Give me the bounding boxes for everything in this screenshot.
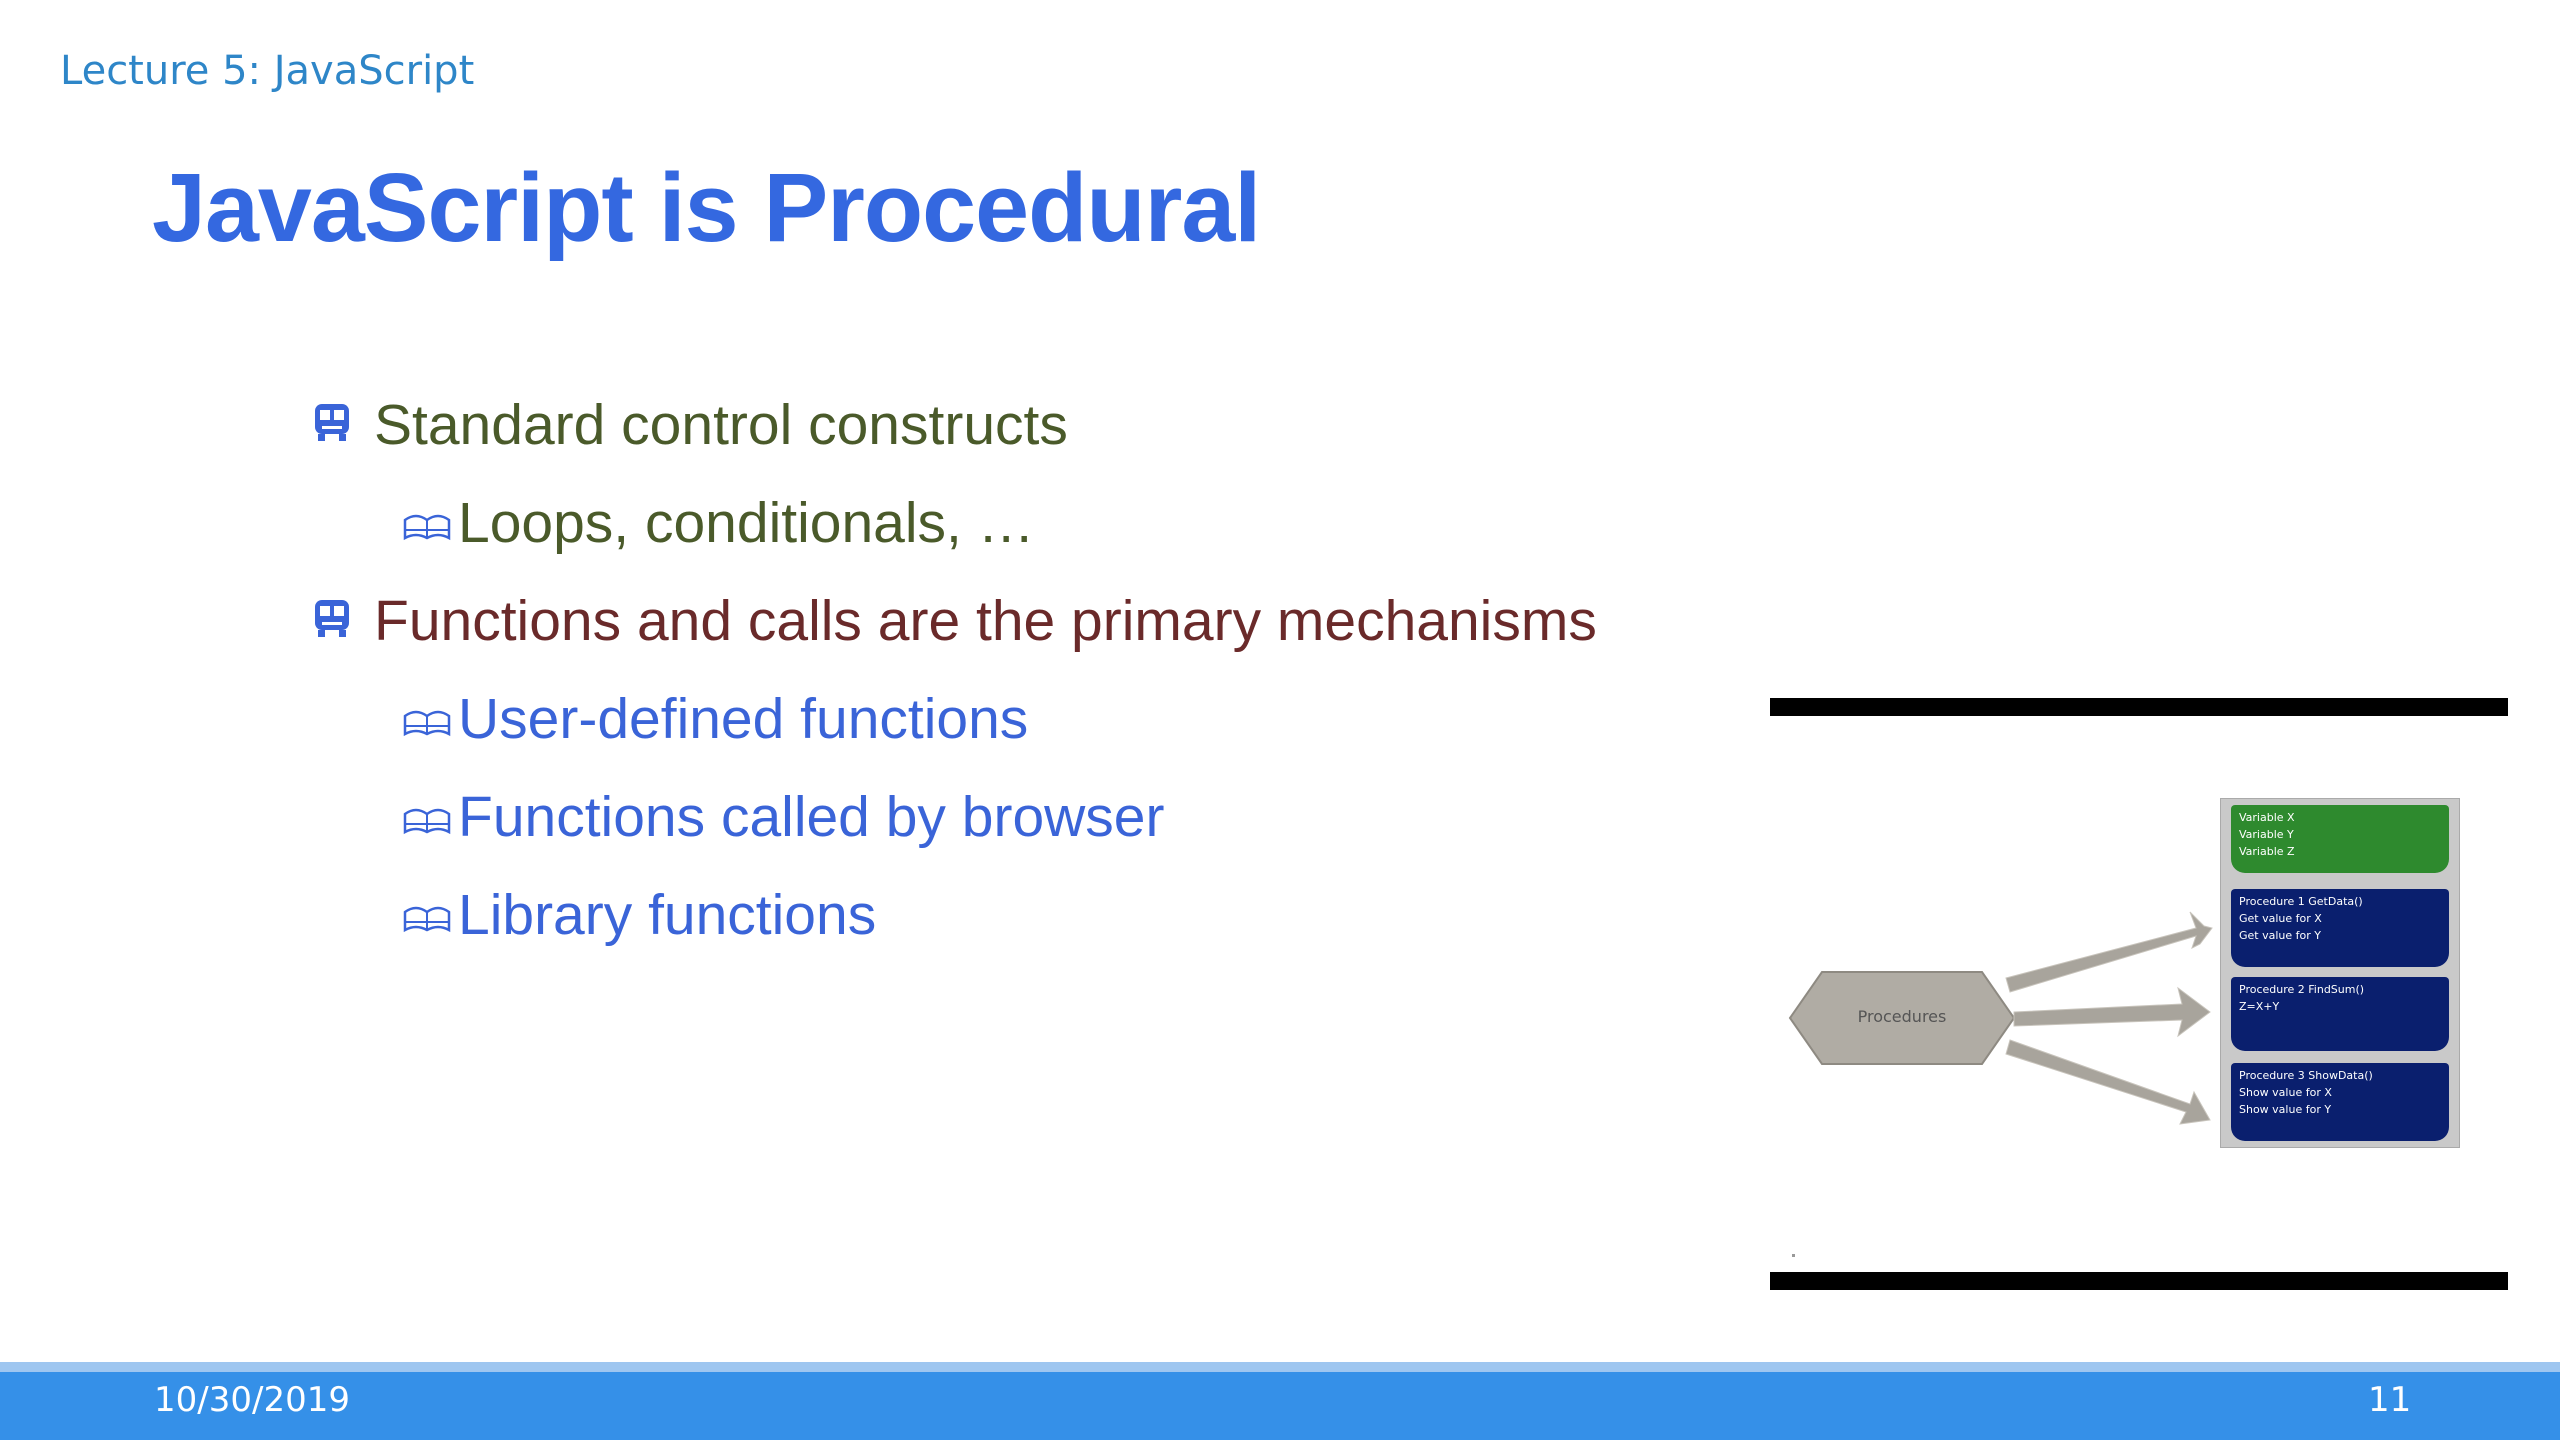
sub-bullet-item: Functions called by browser bbox=[402, 784, 1165, 850]
procedure-2-block: Procedure 2 FindSum() Z=X+Y bbox=[2231, 977, 2449, 1051]
program-stack: Variable X Variable Y Variable Z Procedu… bbox=[2220, 798, 2460, 1148]
image-top-bar bbox=[1770, 698, 2508, 716]
bullet-text: Functions called by browser bbox=[458, 785, 1165, 849]
bus-icon bbox=[312, 588, 352, 654]
book-icon bbox=[402, 882, 452, 948]
footer-accent bbox=[0, 1362, 2560, 1372]
arrow-middle bbox=[2013, 986, 2211, 1038]
bullet-text: Library functions bbox=[458, 883, 877, 947]
slide-title: JavaScript is Procedural bbox=[152, 153, 1261, 262]
procedure-1-block: Procedure 1 GetData() Get value for X Ge… bbox=[2231, 889, 2449, 967]
procedures-image: Procedures Variable X Variable Y Variabl… bbox=[1770, 698, 2508, 1290]
variables-block: Variable X Variable Y Variable Z bbox=[2231, 805, 2449, 873]
sub-bullet-item: Loops, conditionals, … bbox=[402, 490, 1035, 556]
bullet-text: Loops, conditionals, … bbox=[458, 491, 1035, 555]
book-icon bbox=[402, 490, 452, 556]
procedures-label: Procedures bbox=[1858, 1007, 1947, 1026]
procedure-3-block: Procedure 3 ShowData() Show value for X … bbox=[2231, 1063, 2449, 1141]
footer-bar bbox=[0, 1372, 2560, 1440]
bullet-item: Functions and calls are the primary mech… bbox=[312, 588, 1597, 654]
book-icon bbox=[402, 784, 452, 850]
bullet-item: Standard control constructs bbox=[312, 392, 1068, 458]
bus-icon bbox=[312, 392, 352, 458]
footer-date: 10/30/2019 bbox=[154, 1380, 350, 1420]
bullet-text: User-defined functions bbox=[458, 687, 1029, 751]
page-number: 11 bbox=[2368, 1380, 2412, 1420]
bullet-text: Functions and calls are the primary mech… bbox=[374, 589, 1597, 653]
image-bottom-bar bbox=[1770, 1272, 2508, 1290]
book-icon bbox=[402, 686, 452, 752]
procedures-diagram: Procedures Variable X Variable Y Variabl… bbox=[1770, 716, 2508, 1272]
arrow-up bbox=[2005, 911, 2213, 993]
image-speck bbox=[1792, 1254, 1795, 1257]
sub-bullet-item: Library functions bbox=[402, 882, 876, 948]
sub-bullet-item: User-defined functions bbox=[402, 686, 1028, 752]
arrow-down bbox=[2005, 1039, 2211, 1125]
lecture-label: Lecture 5: JavaScript bbox=[60, 48, 475, 94]
bullet-text: Standard control constructs bbox=[374, 393, 1068, 457]
